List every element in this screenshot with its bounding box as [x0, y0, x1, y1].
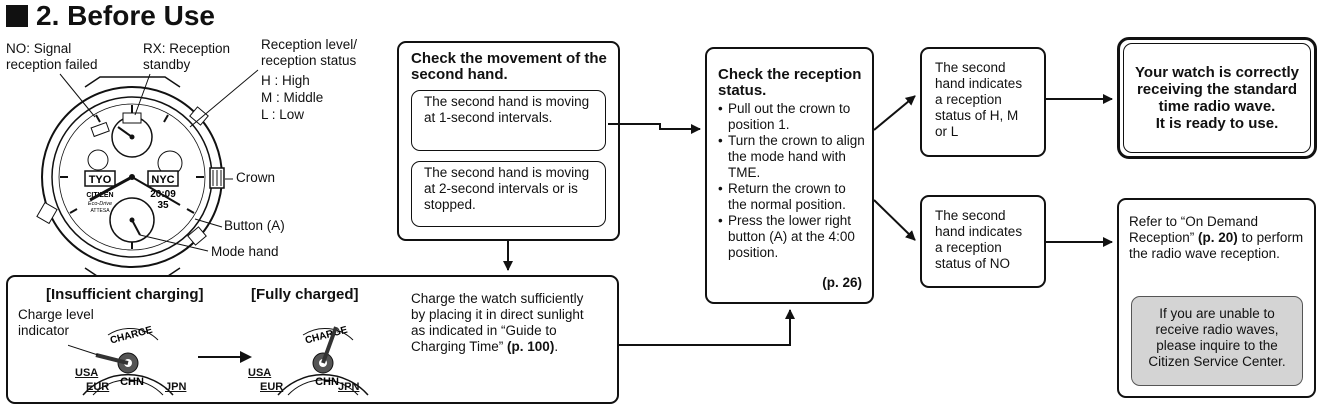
service-center-box: If you are unable to receive radio waves… — [1131, 296, 1303, 386]
arrow-to-status-ok — [873, 95, 916, 131]
second-hand-icon — [117, 126, 133, 138]
status-ok-box: The second hand indicates a reception st… — [920, 47, 1046, 157]
dial2-jpn: JPN — [338, 381, 360, 393]
charge-indicator-label: Charge level indicator — [18, 307, 94, 338]
no-signal-label: NO: Signal reception failed — [6, 41, 98, 72]
title-square-icon — [6, 5, 28, 27]
reception-level-label: Reception level/ reception status — [261, 37, 358, 68]
refer-text: Refer to “On Demand Reception” (p. 20) t… — [1129, 214, 1304, 261]
reception-heading: Check the reception status. — [718, 66, 862, 99]
svg-text:ATTESA: ATTESA — [90, 208, 110, 214]
movement-heading: Check the movement of the second hand. — [411, 50, 607, 83]
ready-box: Your watch is correctly receiving the st… — [1117, 37, 1317, 159]
dial2-usa: USA — [248, 367, 272, 379]
svg-text:TYO: TYO — [89, 174, 112, 186]
level-high: H : High — [261, 73, 310, 88]
reception-check-box: Check the reception status. Pull out the… — [705, 47, 874, 304]
dial1-usa: USA — [75, 367, 99, 379]
button-a-label: Button (A) — [224, 218, 285, 233]
dial2-eur: EUR — [260, 381, 284, 393]
fully-charged-heading: [Fully charged] — [251, 286, 359, 303]
reception-step: Return the crown to the normal position. — [718, 181, 868, 213]
watch-illustration: TYO NYC 20:09 35 CITIZEN Eco-Drive ATTES… — [36, 76, 225, 279]
arrow-to-status-no — [873, 199, 916, 241]
charge-arrow-icon — [198, 351, 252, 363]
svg-text:35: 35 — [157, 200, 169, 211]
reception-page-ref: (p. 26) — [822, 275, 862, 290]
ready-text: Your watch is correctly receiving the st… — [1123, 43, 1311, 153]
reception-step: Turn the crown to align the mode hand wi… — [718, 133, 868, 181]
crown-label: Crown — [236, 170, 276, 185]
level-low: L : Low — [261, 107, 305, 122]
option-2-second: The second hand is moving at 2-second in… — [411, 161, 606, 227]
reception-step: Pull out the crown to position 1. — [718, 101, 868, 133]
reception-step: Press the lower right button (A) at the … — [718, 213, 868, 261]
svg-text:NYC: NYC — [151, 174, 174, 186]
page-title-text: 2. Before Use — [36, 0, 215, 31]
insufficient-dial: CHARGE CHN — [68, 325, 174, 396]
refer-box: Refer to “On Demand Reception” (p. 20) t… — [1117, 198, 1316, 398]
rx-standby-label: RX: Reception standby — [143, 41, 231, 72]
watch-leader-lines — [59, 69, 259, 252]
level-middle: M : Middle — [261, 90, 324, 105]
mode-hand-label: Mode hand — [211, 244, 279, 259]
dial1-eur: EUR — [86, 381, 110, 393]
insufficient-heading: [Insufficient charging] — [46, 286, 204, 303]
svg-text:Eco-Drive: Eco-Drive — [88, 201, 112, 207]
svg-text:CHN: CHN — [315, 376, 339, 388]
page-title: 2. Before Use — [6, 0, 215, 32]
fully-charged-dial: CHARGE CHN — [277, 325, 369, 396]
arrow-to-reception — [608, 123, 701, 134]
charging-instructions: Charge the watch sufficiently by placing… — [411, 291, 584, 354]
charging-box: [Insufficient charging] [Fully charged] … — [6, 275, 619, 404]
reception-steps: Pull out the crown to position 1. Turn t… — [718, 101, 868, 261]
dial1-jpn: JPN — [165, 381, 187, 393]
status-no-box: The second hand indicates a reception st… — [920, 195, 1046, 288]
mode-hand-icon — [131, 219, 141, 236]
arrow-charging-to-reception — [619, 309, 795, 346]
svg-text:CHN: CHN — [120, 376, 144, 388]
option-1-second: The second hand is moving at 1-second in… — [411, 90, 606, 151]
movement-check-box: Check the movement of the second hand. T… — [397, 41, 620, 241]
